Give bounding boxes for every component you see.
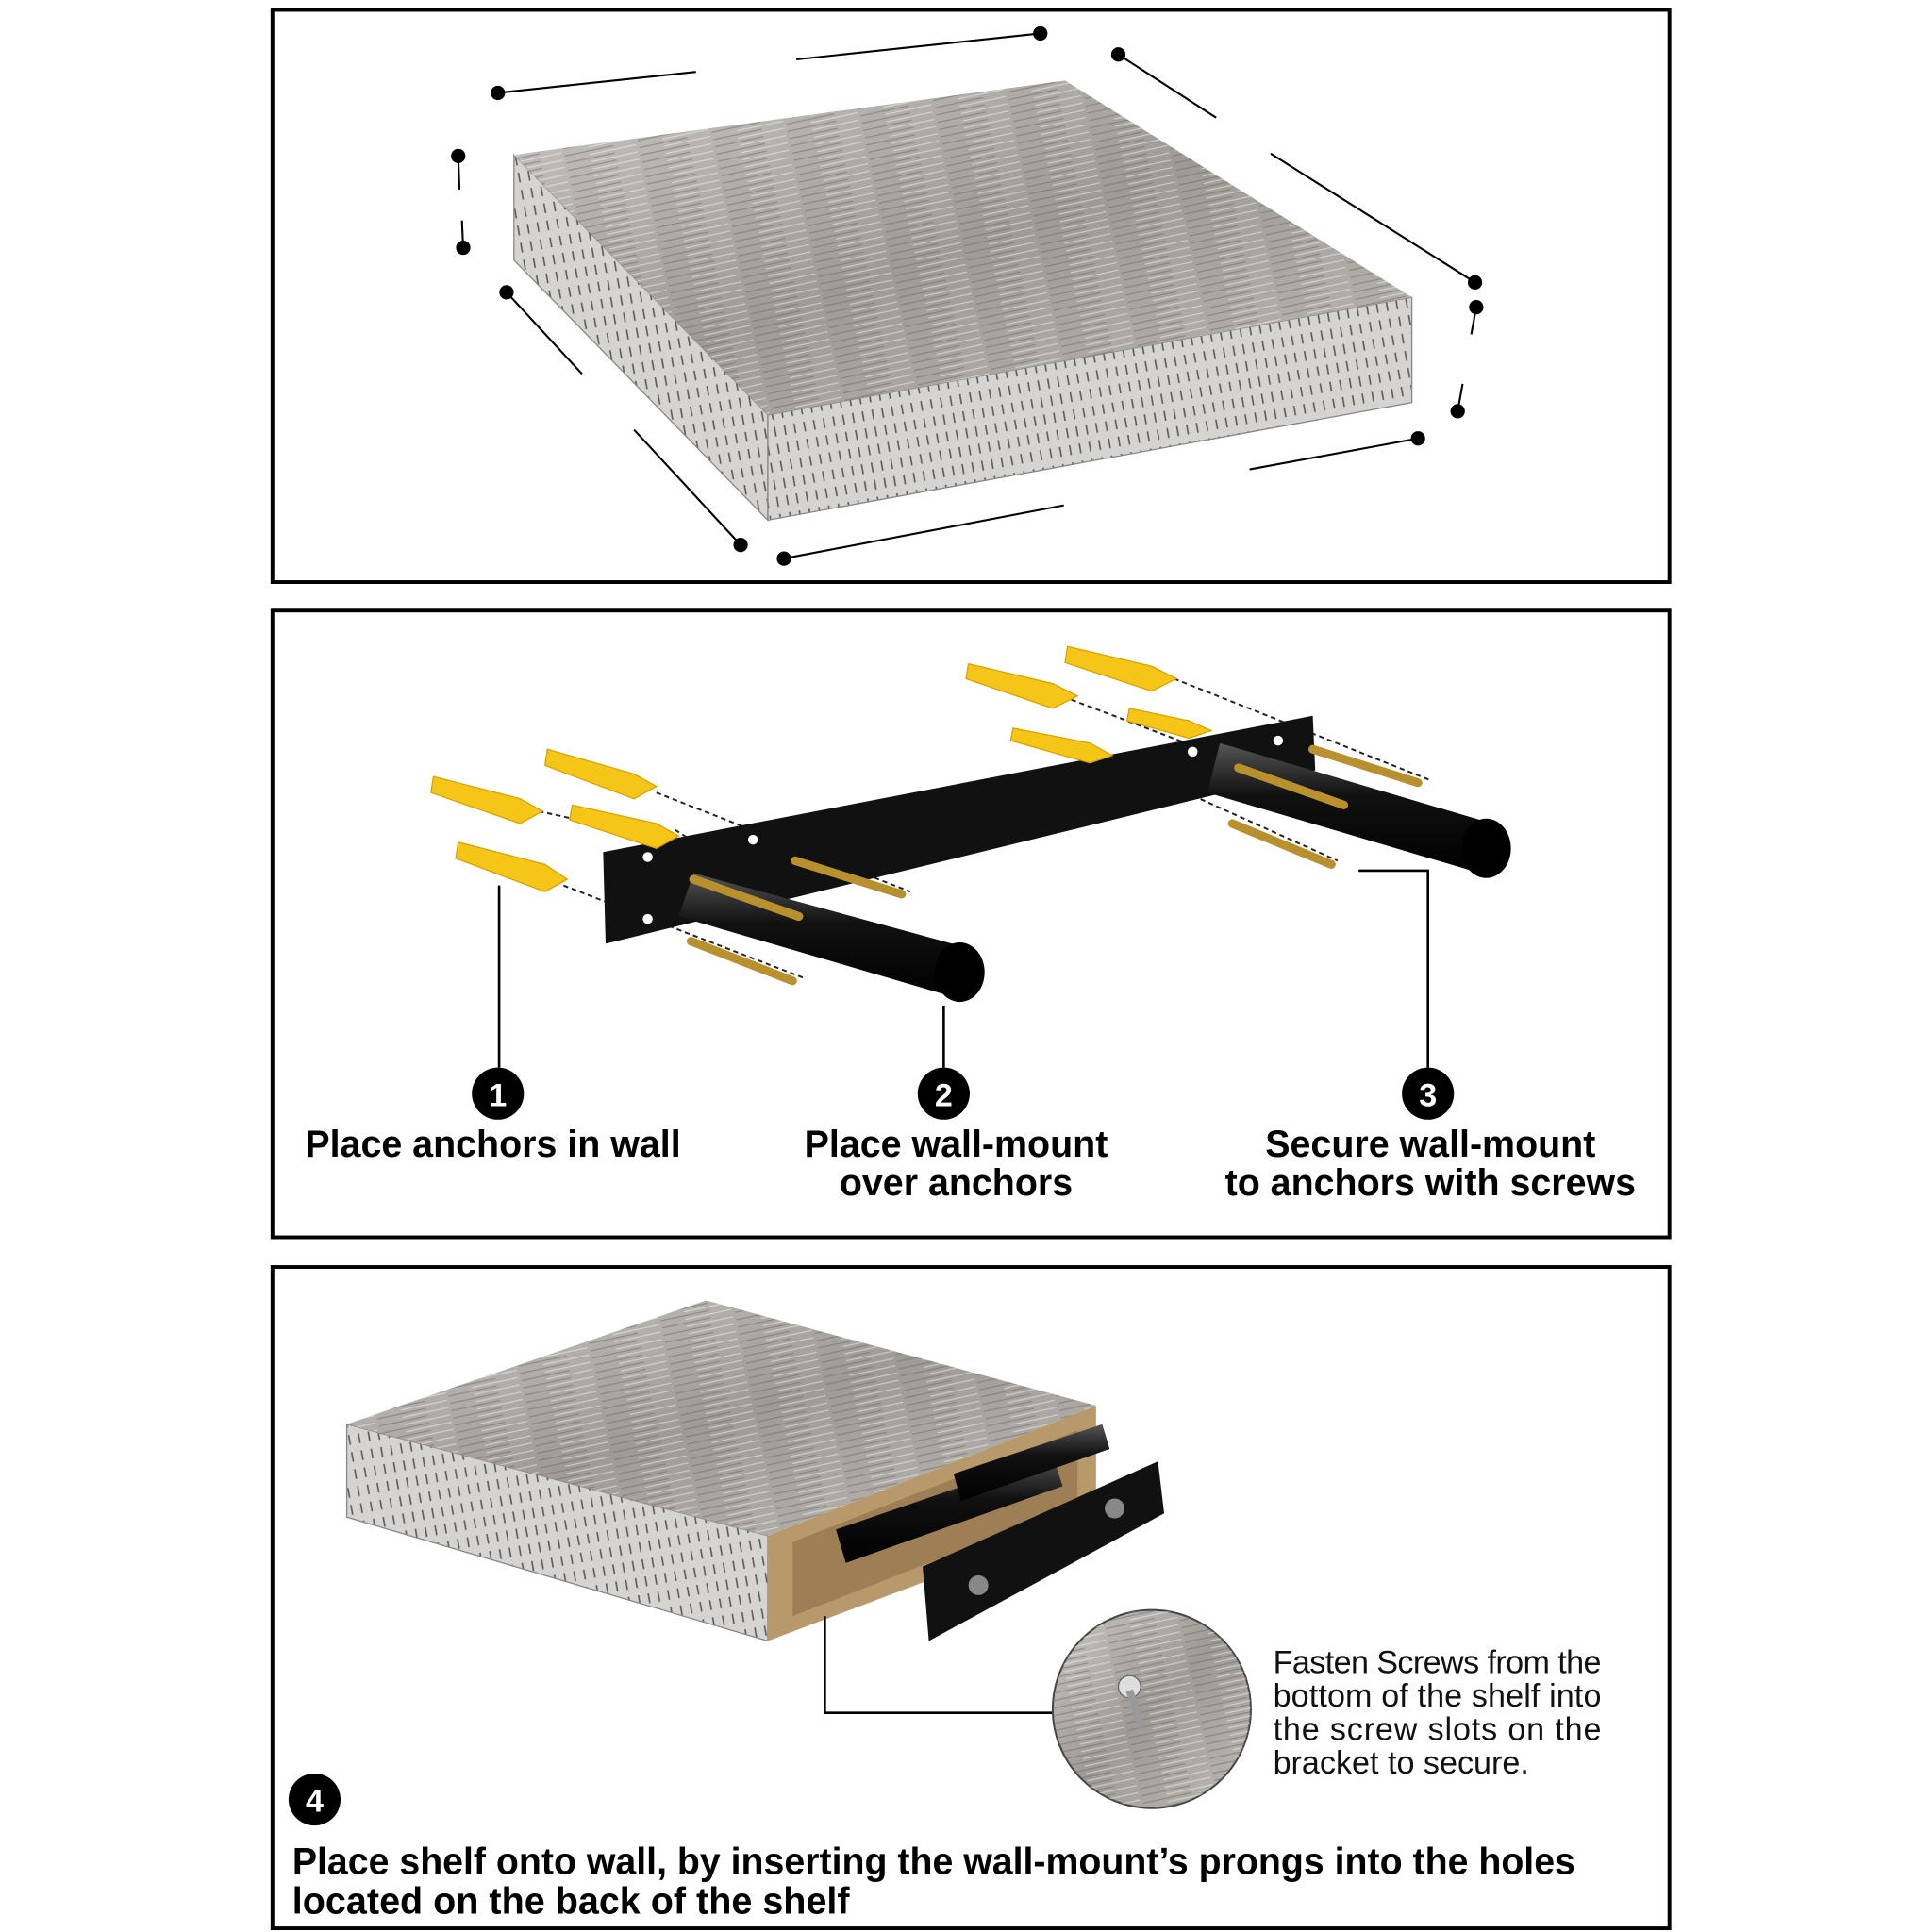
- step-3-number: 3: [1419, 1077, 1437, 1113]
- callout-line: [824, 1616, 1053, 1714]
- panel-wall-mount-steps: 1 Place anchors in wall 2 Place wall-mou…: [270, 608, 1672, 1240]
- anchor-icons: [430, 645, 1213, 892]
- shelf-on-bracket-illustration: [345, 1300, 1165, 1642]
- note-line-1: Fasten Screws from the: [1274, 1645, 1602, 1681]
- instruction-line-2: located on the back of the shelf: [292, 1880, 851, 1922]
- panel-shelf-dimensions: [270, 8, 1672, 584]
- step-1: 1 Place anchors in wall: [305, 1067, 681, 1165]
- step-2-number: 2: [935, 1077, 953, 1113]
- step-1-label: Place anchors in wall: [305, 1124, 680, 1165]
- instruction-line-1: Place shelf onto wall, by inserting the …: [292, 1840, 1575, 1882]
- step-2-badge: [917, 1067, 970, 1120]
- step-2: 2 Place wall-mount over anchors: [805, 1067, 1108, 1204]
- panel-mount-shelf: Fasten Screws from the bottom of the she…: [270, 1265, 1672, 1931]
- step-3-badge: [1402, 1067, 1455, 1120]
- callout-lines: [497, 869, 1429, 1068]
- screw-icons: [686, 744, 1423, 986]
- screw-detail-inset: [1051, 1608, 1252, 1809]
- wall-mount-bracket-icon: [603, 715, 1511, 1003]
- step-3: 3 Secure wall-mount to anchors with scre…: [1225, 1067, 1636, 1204]
- step-4-number: 4: [306, 1784, 324, 1820]
- step-1-number: 1: [489, 1077, 507, 1113]
- step-2-label-line-1: Place wall-mount: [805, 1124, 1108, 1165]
- step-2-label-line-2: over anchors: [840, 1162, 1073, 1204]
- note-line-3: the screw slots on the: [1274, 1712, 1602, 1748]
- step-1-badge: [472, 1067, 525, 1120]
- step-4-badge: [288, 1773, 341, 1826]
- step-3-label-line-2: to anchors with screws: [1225, 1162, 1636, 1204]
- note-line-2: bottom of the shelf into: [1274, 1678, 1602, 1714]
- bracket-plate-icon: [923, 1461, 1165, 1641]
- shelf-illustration: [513, 80, 1413, 522]
- step-3-label-line-1: Secure wall-mount: [1265, 1124, 1595, 1165]
- dimension-lines: [451, 25, 1484, 566]
- note-line-4: bracket to secure.: [1274, 1745, 1529, 1781]
